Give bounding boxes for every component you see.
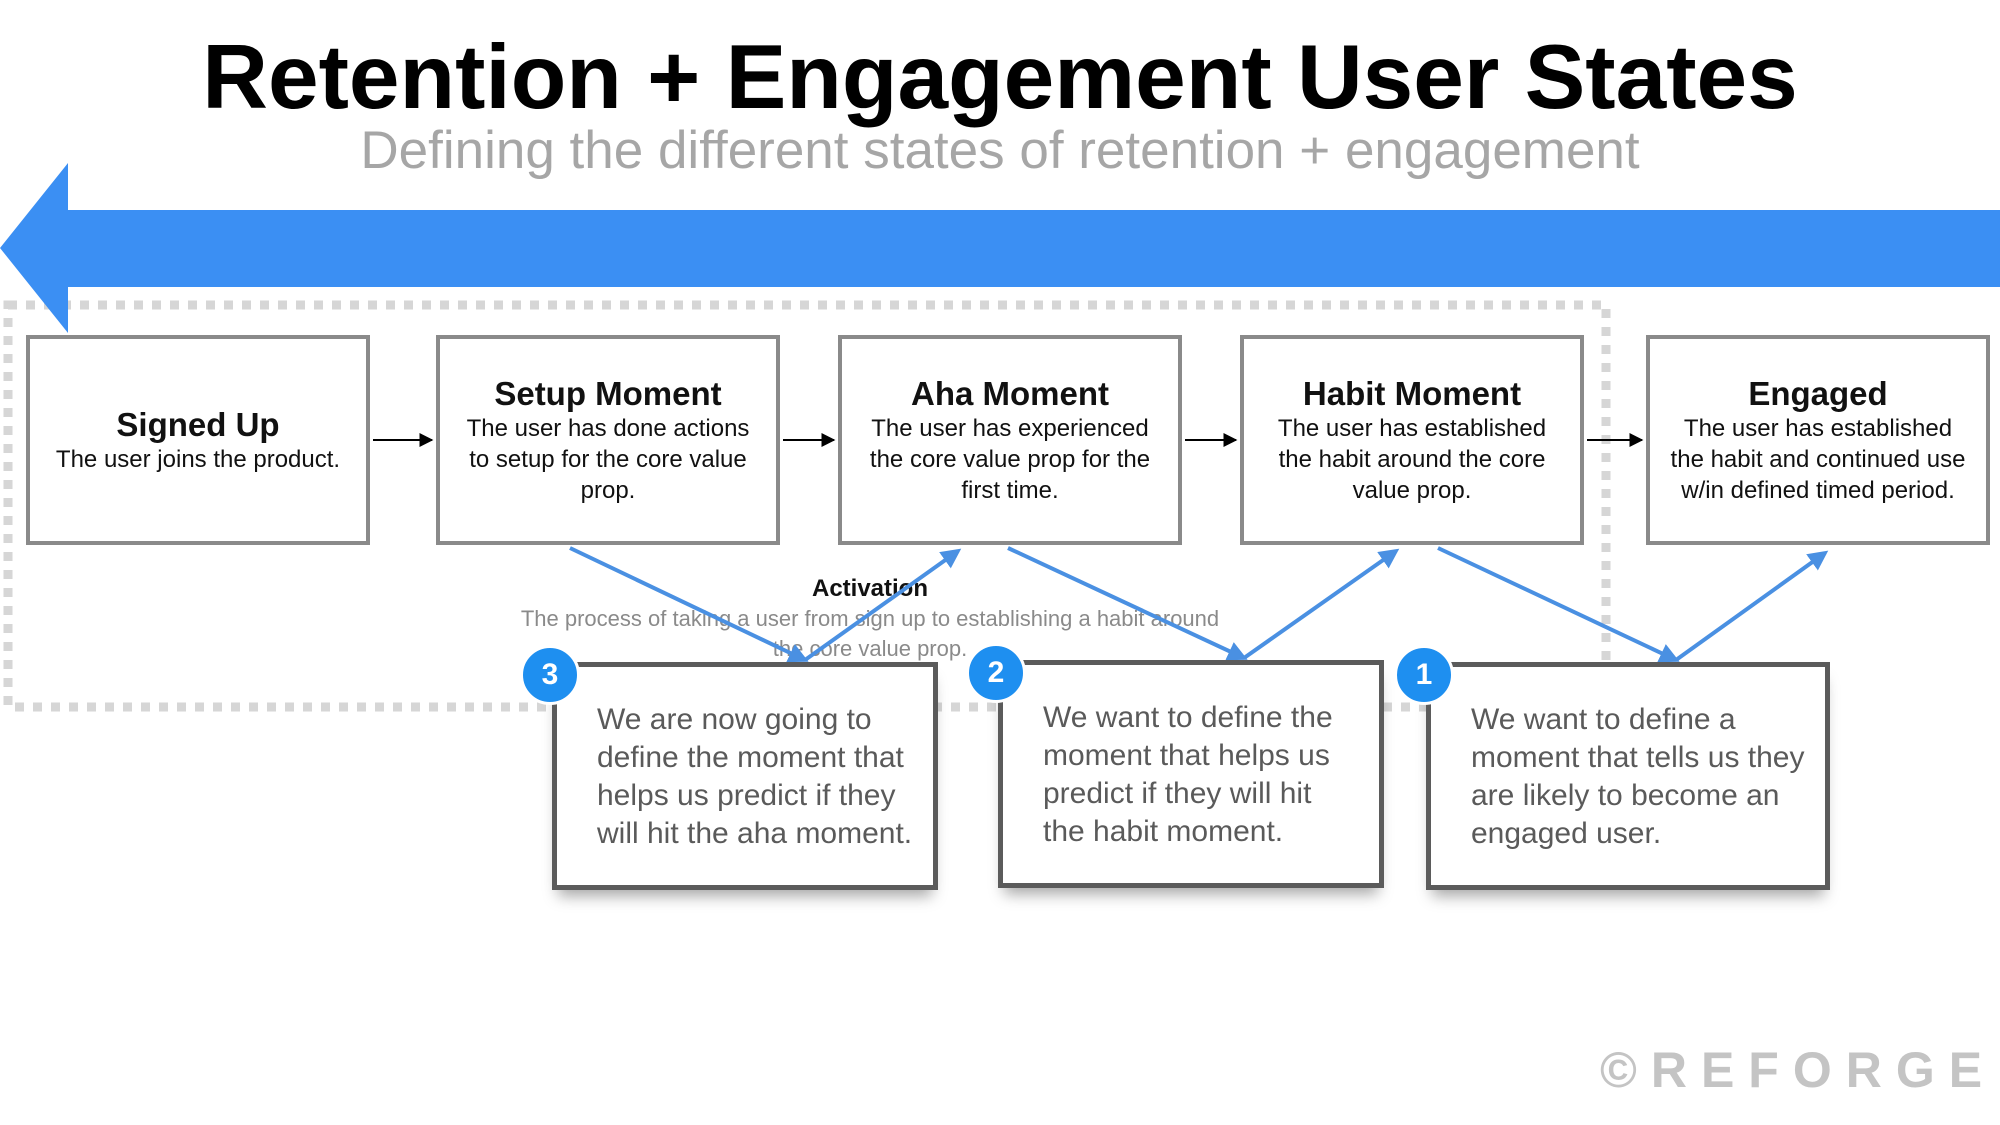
connector-note-3-to-aha: [803, 548, 962, 662]
stage-description: The user has established the habit aroun…: [1277, 414, 1547, 504]
step-badge-2: 2: [966, 643, 1026, 703]
note-text: We want to define the moment that helps …: [1043, 701, 1333, 848]
big-back-arrow: [0, 163, 2000, 333]
connector-habit-to-note-1: [1437, 546, 1680, 663]
connector-note-1-to-engaged: [1674, 550, 1829, 662]
stage-habit-moment: Habit Moment The user has established th…: [1240, 335, 1584, 545]
stage-setup-moment: Setup Moment The user has done actions t…: [436, 335, 780, 545]
connector-note-2-to-habit: [1242, 548, 1400, 660]
note-text: We are now going to define the moment th…: [597, 703, 913, 850]
note-engaged-prediction: We want to define a moment that tells us…: [1426, 662, 1830, 890]
brand-watermark: ©REFORGE: [1600, 1042, 1997, 1098]
activation-label: Activation The process of taking a user …: [510, 574, 1230, 664]
stage-description: The user has done actions to setup for t…: [466, 414, 750, 504]
note-aha-prediction: We are now going to define the moment th…: [552, 662, 938, 890]
stage-title: Habit Moment: [1302, 374, 1522, 412]
connector-setup-to-note-3: [569, 546, 809, 663]
page-subtitle: Defining the different states of retenti…: [360, 121, 1640, 180]
stage-engaged: Engaged The user has established the hab…: [1646, 335, 1990, 545]
stage-description: The user has established the habit and c…: [1670, 414, 1966, 504]
note-habit-prediction: We want to define the moment that helps …: [998, 660, 1384, 888]
stage-aha-moment: Aha Moment The user has experienced the …: [838, 335, 1182, 545]
stage-title: Setup Moment: [494, 374, 722, 412]
step-badge-1: 1: [1394, 645, 1454, 705]
note-text: We want to define a moment that tells us…: [1471, 703, 1805, 850]
step-badge-3: 3: [520, 645, 580, 705]
page-title: Retention + Engagement User States: [202, 27, 1798, 128]
stage-description: The user has experienced the core value …: [869, 414, 1151, 504]
stage-signed-up: Signed Up The user joins the product.: [26, 335, 370, 545]
stage-description: The user joins the product.: [55, 445, 341, 473]
stage-title: Aha Moment: [911, 374, 1109, 412]
stage-title: Engaged: [1748, 374, 1888, 412]
stage-title: Signed Up: [116, 405, 280, 443]
connector-aha-to-note-2: [1007, 546, 1248, 661]
